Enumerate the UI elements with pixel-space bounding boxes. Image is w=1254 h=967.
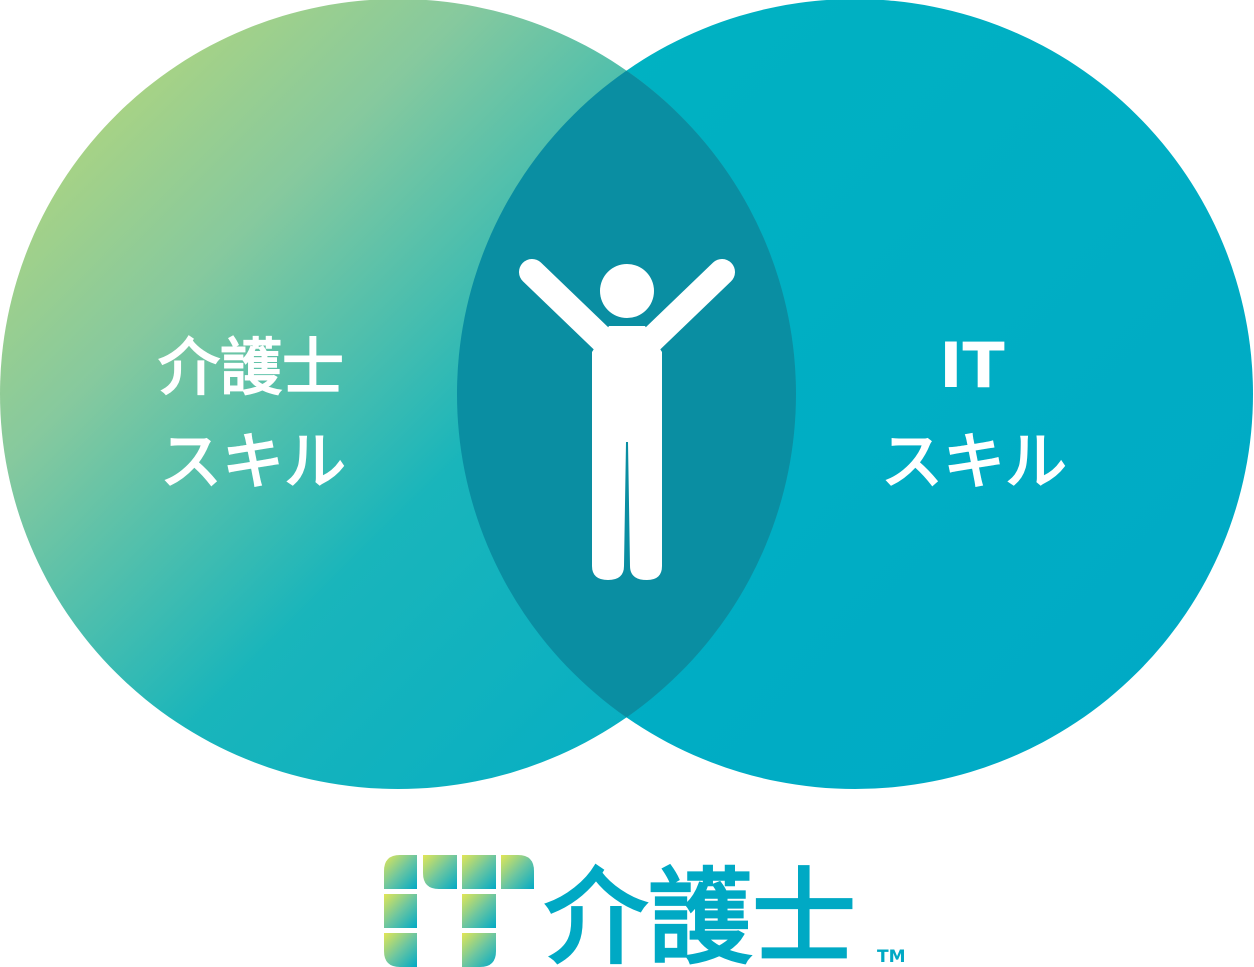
left-circle-label-line2: スキル [160,425,346,498]
right-circle-label-line1: IT [939,329,1004,402]
left-circle-label-line1: 介護士 [158,331,344,404]
logo-mark-tiles [384,855,534,967]
overlap-region [457,0,796,789]
right-circle-label-line2: スキル [881,425,1067,498]
logo-trademark: TM [877,947,906,967]
person-arms-raised-icon [519,259,735,580]
logo-wordmark-kanji: 介護士 [544,857,856,967]
